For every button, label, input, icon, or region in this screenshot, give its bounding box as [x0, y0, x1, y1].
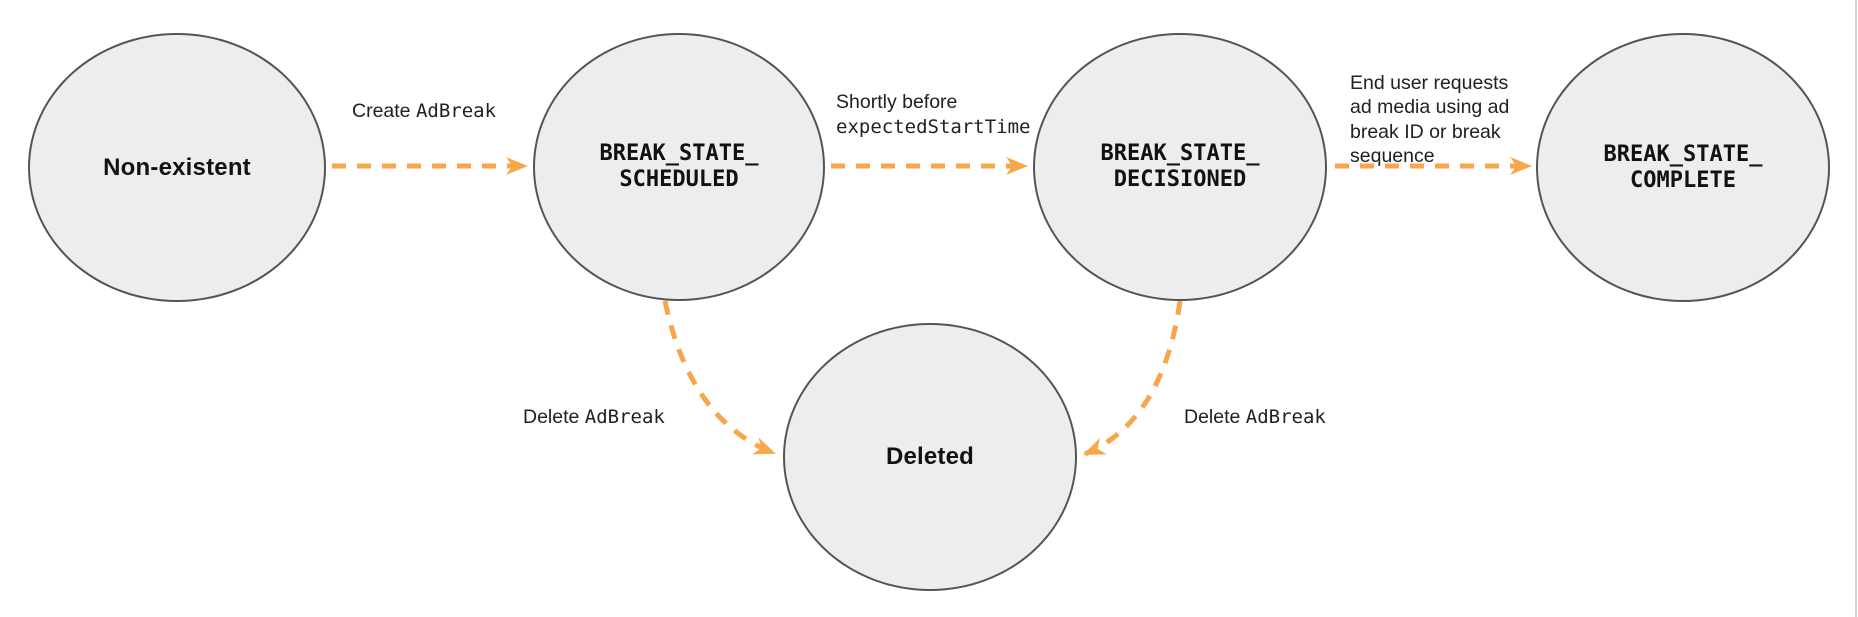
edge-label-delete-adbreak-left: Delete AdBreak [523, 405, 665, 430]
edge-label-text: Delete [523, 406, 585, 428]
edge-delete-adbreak-left-arrow [662, 300, 776, 456]
edge-label-delete-adbreak-right: Delete AdBreak [1184, 405, 1326, 430]
edge-label-text: End user requests ad media using ad brea… [1350, 71, 1510, 168]
edge-label-create-adbreak: Create AdBreak [352, 99, 496, 124]
edge-label-text: Shortly before [836, 91, 958, 113]
node-break-state-scheduled: BREAK_STATE_ SCHEDULED [533, 33, 825, 301]
node-break-state-complete-label: BREAK_STATE_ COMPLETE [1603, 141, 1763, 193]
edge-label-code: AdBreak [1245, 406, 1326, 428]
edge-label-code: expectedStartTime [836, 116, 1031, 138]
node-break-state-complete: BREAK_STATE_ COMPLETE [1536, 33, 1830, 302]
node-break-state-decisioned: BREAK_STATE_ DECISIONED [1033, 33, 1327, 301]
edge-label-shortly-before: Shortly before expectedStartTime [836, 90, 1030, 140]
node-non-existent: Non-existent [28, 33, 326, 302]
edge-label-code: AdBreak [415, 100, 497, 122]
node-break-state-scheduled-label: BREAK_STATE_ SCHEDULED [599, 141, 759, 192]
node-deleted-label: Deleted [885, 443, 975, 470]
edge-delete-adbreak-right-arrow [1083, 300, 1183, 457]
node-deleted: Deleted [783, 323, 1077, 591]
edge-label-end-user-requests: End user requests ad media using ad brea… [1350, 46, 1535, 169]
page-edge-divider [1855, 0, 1857, 617]
node-break-state-decisioned-label: BREAK_STATE_ DECISIONED [1100, 141, 1260, 192]
edge-label-code: AdBreak [584, 406, 665, 428]
edge-label-text: Create [352, 100, 416, 122]
node-non-existent-label: Non-existent [103, 153, 251, 181]
edge-label-text: Delete [1184, 406, 1246, 428]
